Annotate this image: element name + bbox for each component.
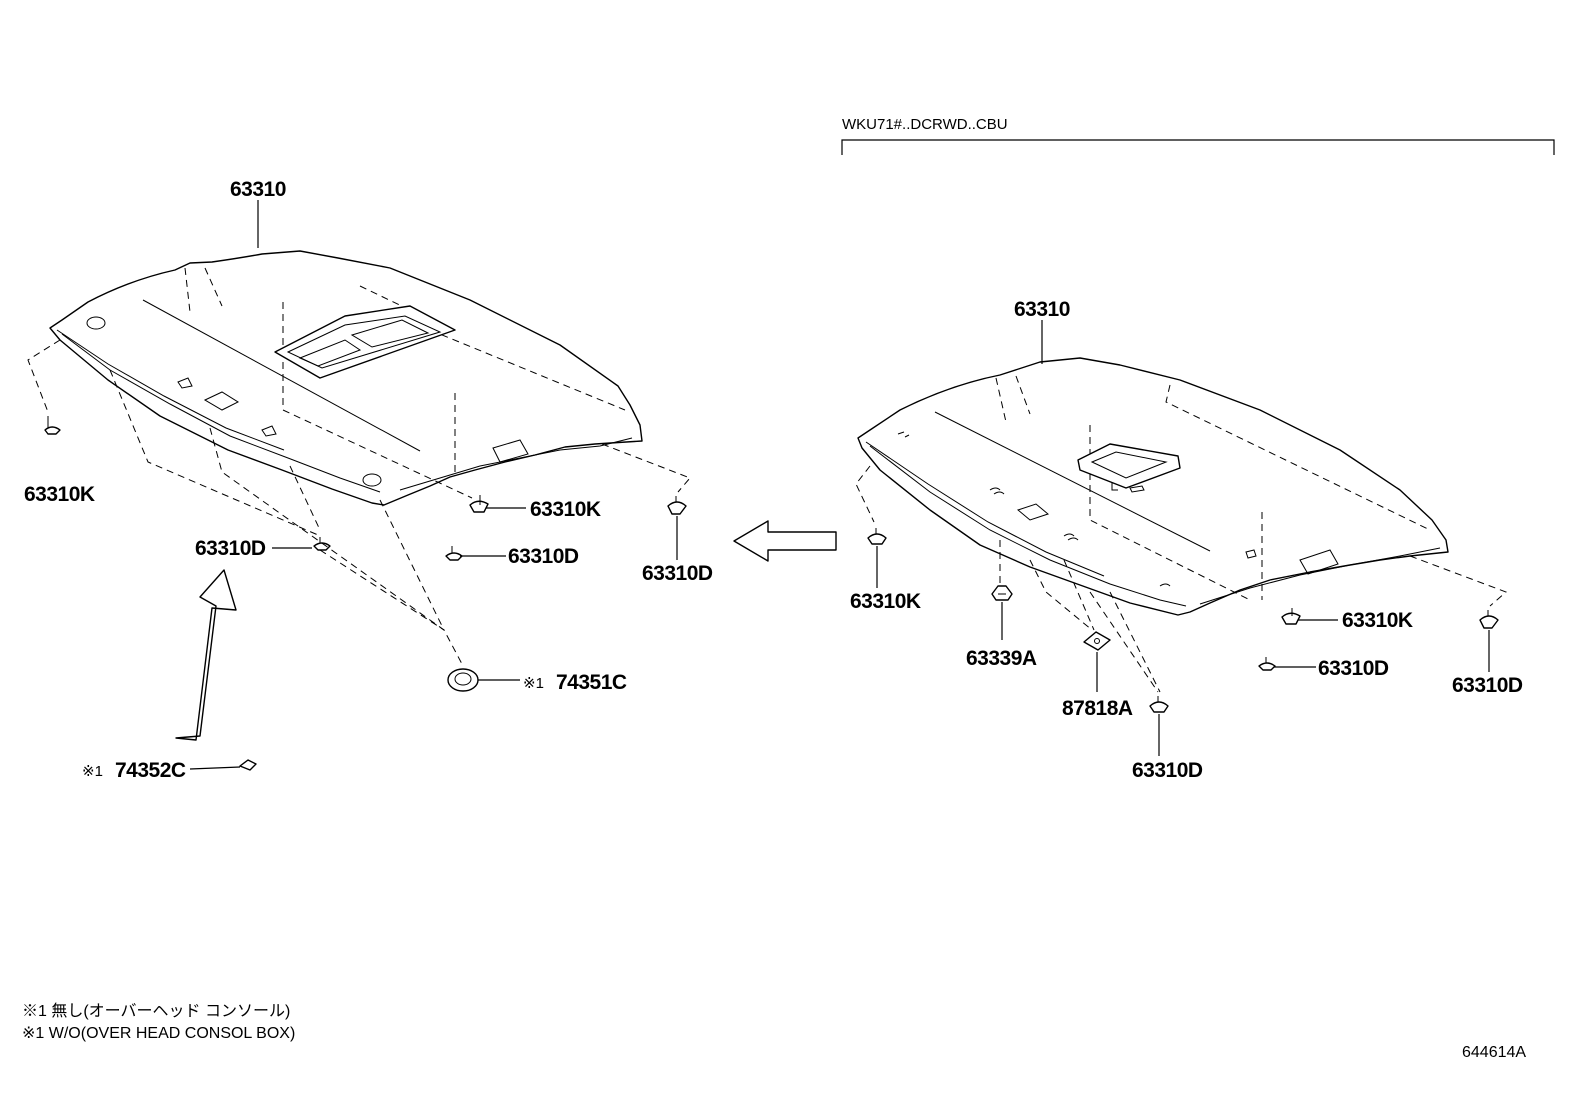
label-left-74352C: 74352C <box>115 759 186 782</box>
fastener-right-63310K-a <box>867 528 887 545</box>
label-right-63310D-a: 63310D <box>1318 657 1389 680</box>
view-direction-arrow-left <box>733 520 837 562</box>
fastener-left-63310K-b <box>469 495 489 513</box>
label-left-63310D-b: 63310D <box>195 537 266 560</box>
label-left-63310K-b: 63310K <box>530 498 601 521</box>
fastener-left-63310K-a <box>44 416 61 435</box>
label-left-63310D-a: 63310D <box>508 545 579 568</box>
note-mark-74352C: ※1 <box>82 763 103 780</box>
note-mark-74351C: ※1 <box>523 675 544 692</box>
label-right-63310K-a: 63310K <box>850 590 921 613</box>
label-right-63339A: 63339A <box>966 647 1037 670</box>
footnote-jp: ※1 無し(オーバーヘッド コンソール) <box>22 1002 290 1020</box>
label-right-headliner: 63310 <box>1014 298 1070 321</box>
figure-id: 644614A <box>1462 1044 1526 1061</box>
part-left-74351C <box>447 668 479 692</box>
part-right-87818A <box>1083 631 1111 651</box>
part-left-74352C <box>239 759 257 771</box>
part-right-63339A <box>991 585 1013 601</box>
fastener-right-63310D-a <box>1258 657 1276 671</box>
label-right-63310K-b: 63310K <box>1342 609 1413 632</box>
fastener-right-63310K-b <box>1281 608 1301 625</box>
label-right-87818A: 87818A <box>1062 697 1133 720</box>
variant-bracket <box>841 139 1555 155</box>
fastener-left-63310D-c <box>667 496 687 515</box>
footnote-en: ※1 W/O(OVER HEAD CONSOL BOX) <box>22 1025 295 1042</box>
fastener-right-63310D-c <box>1479 610 1499 629</box>
label-left-headliner: 63310 <box>230 178 286 201</box>
view-direction-arrow-up <box>175 569 237 741</box>
label-left-63310K-a: 63310K <box>24 483 95 506</box>
headliner-right <box>857 357 1449 616</box>
fastener-right-63310D-b <box>1149 696 1169 713</box>
label-left-74351C: 74351C <box>556 671 627 694</box>
fastener-left-63310D-a <box>445 546 463 561</box>
fastener-left-63310D-b <box>313 537 331 551</box>
headliner-left <box>49 250 643 506</box>
label-right-63310D-c: 63310D <box>1452 674 1523 697</box>
label-left-63310D-c: 63310D <box>642 562 713 585</box>
variant-label: WKU71#..DCRWD..CBU <box>842 116 1008 133</box>
label-right-63310D-b: 63310D <box>1132 759 1203 782</box>
